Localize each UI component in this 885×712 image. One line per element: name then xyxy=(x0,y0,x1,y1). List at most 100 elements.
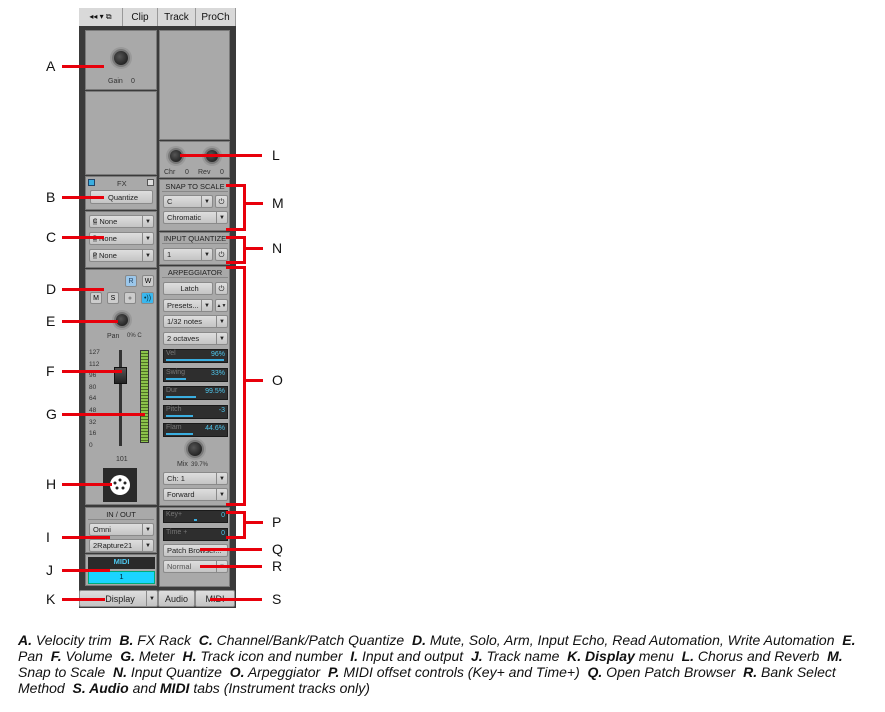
param-fill xyxy=(166,414,193,417)
caption-key: P. xyxy=(328,664,340,680)
input-echo-button[interactable]: •)) xyxy=(141,292,154,304)
write-automation-button[interactable]: W xyxy=(142,275,154,287)
track-icon[interactable] xyxy=(103,468,137,502)
time-offset-control[interactable]: Time +0 xyxy=(163,528,228,541)
gain-panel: Gain 0 xyxy=(85,30,157,90)
inspector-nav-icons[interactable]: ◂◂ ▾ ⧉ xyxy=(79,8,123,26)
fx-add-icon[interactable] xyxy=(147,179,154,186)
chevron-down-icon: ▼ xyxy=(216,333,227,344)
arp-power-button[interactable]: ⏻ xyxy=(215,282,228,295)
audio-tab[interactable]: Audio xyxy=(158,590,195,607)
caption-key: O. xyxy=(229,664,245,680)
callout-q: Q xyxy=(272,541,283,557)
callout-line xyxy=(62,598,105,601)
caption-key: C. xyxy=(198,632,213,648)
param-fill xyxy=(166,359,224,361)
channel-tag-icon: C xyxy=(93,218,98,225)
callout-bracket xyxy=(226,536,244,539)
read-automation-button[interactable]: R xyxy=(125,275,137,287)
quantize-button[interactable]: Quantize xyxy=(90,190,153,204)
tab-track[interactable]: Track xyxy=(158,8,196,26)
caption-key: M. xyxy=(827,648,843,664)
param-value: 33% xyxy=(210,369,225,377)
key-offset-control[interactable]: Key+0 xyxy=(163,510,228,523)
mix-knob[interactable] xyxy=(186,440,204,458)
presets-stepper[interactable]: ▲▼ xyxy=(215,299,228,312)
solo-button[interactable]: S xyxy=(107,292,119,304)
latch-button[interactable]: Latch xyxy=(163,282,213,295)
callout-bracket xyxy=(226,266,244,269)
callout-line xyxy=(62,483,112,486)
channel-select[interactable]: Ch: 1▼ xyxy=(163,472,228,485)
callout-b: B xyxy=(46,189,56,205)
tab-proch[interactable]: ProCh xyxy=(196,8,236,26)
chevron-down-icon: ▼ xyxy=(201,300,212,311)
fx-rack: FX Quantize xyxy=(85,176,157,210)
direction-select[interactable]: Forward▼ xyxy=(163,488,228,501)
gain-knob[interactable] xyxy=(112,49,130,67)
caption-key: E. xyxy=(842,632,856,648)
chevron-down-icon: ▼ xyxy=(142,233,153,244)
callout-bracket xyxy=(226,228,244,231)
callout-d: D xyxy=(46,281,57,297)
chevron-down-icon: ▼ xyxy=(142,524,153,535)
input-quantize-power-button[interactable]: ⏻ xyxy=(215,248,228,261)
display-menu[interactable]: Display▼ xyxy=(79,590,158,607)
param-fill xyxy=(166,433,193,435)
input-quantize-select[interactable]: 1▼ xyxy=(163,248,213,261)
callout-line xyxy=(200,565,262,568)
param-value: 99.5% xyxy=(205,388,225,395)
tab-clip[interactable]: Clip xyxy=(123,8,158,26)
snap-key-select[interactable]: C▼ xyxy=(163,195,213,208)
caption-key: F. xyxy=(50,648,62,664)
caption-text: Track icon and number xyxy=(196,648,351,664)
channel-quantize-value: None xyxy=(99,217,118,226)
arm-button[interactable]: ● xyxy=(124,292,136,304)
callout-g: G xyxy=(46,406,57,422)
volume-value: 101 xyxy=(116,456,128,463)
caption-key: I. xyxy=(350,648,359,664)
caption-key: S. Audio xyxy=(72,680,129,696)
caption-key: R. xyxy=(743,664,758,680)
output-select[interactable]: 2Rapture21▼ xyxy=(89,539,154,552)
caption-key: G. xyxy=(120,648,135,664)
notes-select[interactable]: 1/32 notes▼ xyxy=(163,315,228,328)
caption-text: menu xyxy=(634,648,682,664)
chorus-reverb-panel: Chr 0 Rev 0 xyxy=(159,141,230,178)
snap-to-scale-panel: SNAP TO SCALE C▼ ⏻ Chromatic▼ xyxy=(159,179,230,231)
mute-button[interactable]: M xyxy=(90,292,102,304)
mix-value: 39.7% xyxy=(191,462,209,468)
fx-power-icon[interactable] xyxy=(88,179,95,186)
presets-select[interactable]: Presets...▼ xyxy=(163,299,213,312)
callout-c: C xyxy=(46,229,57,245)
octaves-value: 2 octaves xyxy=(167,334,200,343)
midi-offset-panel: Key+0 Time +0 Patch Browser... Normal▼ xyxy=(159,507,230,587)
callout-bracket xyxy=(243,236,246,264)
snap-power-button[interactable]: ⏻ xyxy=(215,195,228,208)
callout-r: R xyxy=(272,558,283,574)
patch-tag-icon: P xyxy=(93,252,98,259)
track-number: 1 xyxy=(88,571,155,584)
input-select[interactable]: Omni▼ xyxy=(89,523,154,536)
callout-e: E xyxy=(46,313,56,329)
chevron-down-icon: ▼ xyxy=(142,216,153,227)
callout-bracket xyxy=(243,184,246,231)
time-offset-value: 0 xyxy=(221,530,225,537)
track-name[interactable]: MIDI xyxy=(88,557,155,569)
caption-key: H. xyxy=(182,648,197,664)
octaves-select[interactable]: 2 octaves ▼ xyxy=(163,332,228,345)
snap-scale-select[interactable]: Chromatic▼ xyxy=(163,211,228,224)
caption-text: Pan xyxy=(18,632,860,664)
callout-p: P xyxy=(272,514,282,530)
arp-param-pitch[interactable]: Pitch-3 xyxy=(163,404,228,419)
param-fill xyxy=(166,396,196,398)
fx-title: FX xyxy=(117,179,127,188)
gain-value: 0 xyxy=(131,78,135,85)
